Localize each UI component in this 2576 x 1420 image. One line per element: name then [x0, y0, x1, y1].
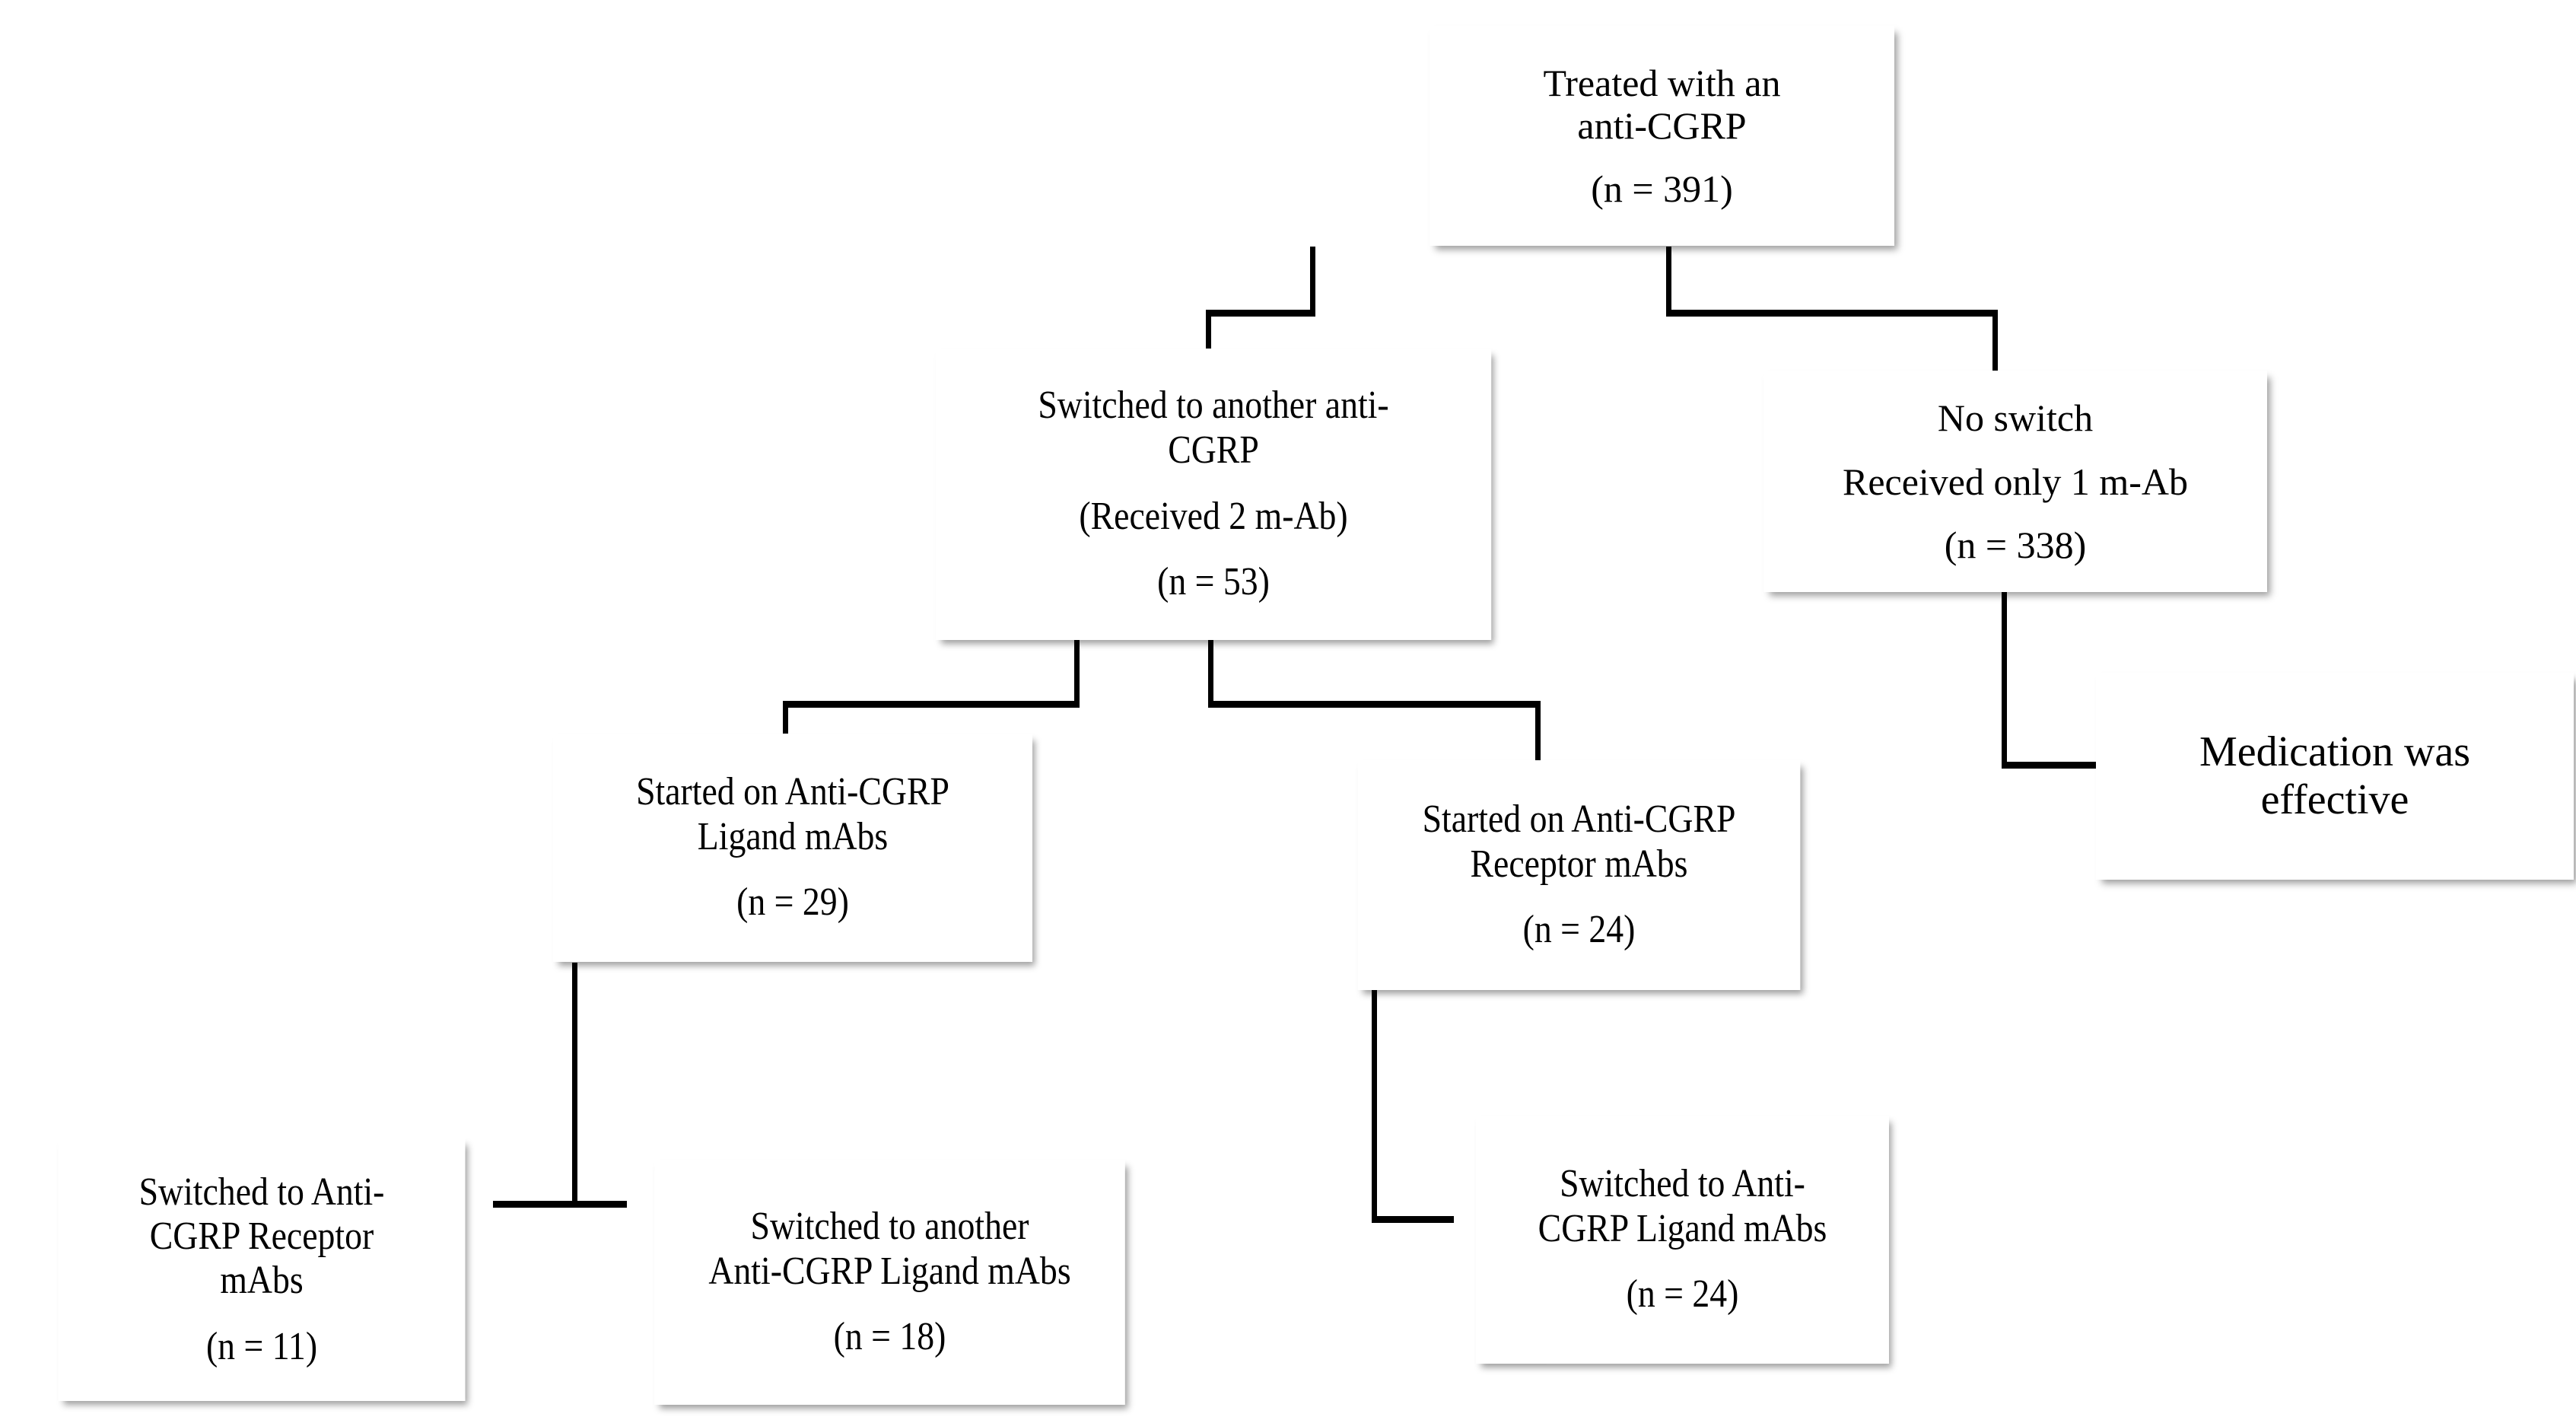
node-treated-with-anti-cgrp[interactable]: Treated with an anti-CGRP (n = 391): [1430, 26, 1894, 246]
edge-root-to-switched-stem: [1310, 247, 1315, 317]
node-count: (n = 338): [1944, 524, 2087, 566]
edge-ligand-split-bar: [493, 1201, 627, 1208]
node-count: (n = 29): [736, 880, 849, 925]
edge-receptor-to-ligand-stem: [1372, 989, 1377, 1222]
edge-root-to-switched-drop: [1206, 310, 1211, 354]
node-line-2: effective: [2260, 776, 2409, 823]
node-count: (n = 391): [1591, 167, 1733, 211]
node-medication-was-effective[interactable]: Medication was effective: [2096, 673, 2574, 880]
node-started-on-anti-cgrp-receptor-mabs[interactable]: Started on Anti-CGRP Receptor mAbs (n = …: [1357, 760, 1801, 990]
edge-switched-to-receptor-drop: [1535, 701, 1541, 769]
node-line-1: No switch: [1937, 396, 2094, 439]
node-line-1: Switched to another: [750, 1205, 1029, 1249]
node-no-switch[interactable]: No switch Received only 1 m-Ab (n = 338): [1763, 371, 2267, 592]
edge-switched-to-receptor-horizontal: [1208, 701, 1541, 708]
node-line-1: Switched to Anti-: [1560, 1162, 1805, 1206]
node-line-1: Switched to another anti-: [1038, 384, 1389, 428]
node-line-1: Started on Anti-CGRP: [1422, 798, 1736, 842]
node-count: (n = 18): [833, 1315, 946, 1359]
node-count: (n = 11): [205, 1325, 318, 1369]
edge-root-to-noswitch-drop: [1992, 310, 1998, 377]
edge-switched-to-ligand-horizontal: [783, 701, 1080, 708]
node-line-1: Switched to Anti-: [138, 1170, 385, 1214]
node-count: (n = 24): [1522, 908, 1636, 952]
edge-noswitch-to-effective-horizontal: [2002, 762, 2099, 769]
edge-root-to-noswitch-horizontal: [1666, 310, 1998, 317]
node-line-1: Started on Anti-CGRP: [636, 770, 949, 814]
node-line-1: Medication was: [2199, 728, 2471, 776]
edge-noswitch-to-effective-stem: [2002, 591, 2007, 768]
node-switched-to-anti-cgrp-receptor-mabs[interactable]: Switched to Anti- CGRP Receptor mAbs (n …: [58, 1138, 466, 1401]
node-line-2: CGRP Receptor: [149, 1214, 374, 1258]
edge-receptor-to-ligand-horizontal: [1372, 1216, 1454, 1223]
edge-root-to-noswitch-stem: [1666, 247, 1671, 317]
node-switched-to-another-anti-cgrp-ligand-mabs[interactable]: Switched to another Anti-CGRP Ligand mAb…: [654, 1160, 1125, 1405]
node-line-2: Anti-CGRP Ligand mAbs: [708, 1249, 1071, 1293]
node-line-2: Received only 1 m-Ab: [1842, 460, 2189, 503]
node-count: (n = 53): [1157, 560, 1270, 604]
node-line-2: Ligand mAbs: [697, 814, 889, 858]
node-line-3: mAbs: [220, 1259, 304, 1303]
node-started-on-anti-cgrp-ligand-mabs[interactable]: Started on Anti-CGRP Ligand mAbs (n = 29…: [552, 734, 1033, 962]
node-line-2: CGRP: [1168, 428, 1259, 472]
node-switched-to-anti-cgrp-ligand-mabs[interactable]: Switched to Anti- CGRP Ligand mAbs (n = …: [1476, 1116, 1889, 1364]
edge-switched-to-ligand-stem: [1074, 639, 1080, 708]
edge-ligand-split-stem: [572, 963, 577, 1206]
edge-switched-to-ligand-drop: [783, 701, 788, 743]
node-line-2: CGRP Ligand mAbs: [1538, 1206, 1827, 1250]
node-detail: (Received 2 m-Ab): [1079, 494, 1348, 538]
edge-root-to-switched-horizontal: [1206, 310, 1315, 317]
node-line-2: Receptor mAbs: [1470, 842, 1688, 886]
node-line-2: anti-CGRP: [1577, 103, 1747, 147]
node-switched-to-another-anti-cgrp[interactable]: Switched to another anti- CGRP (Received…: [935, 349, 1492, 640]
node-line-1: Treated with an: [1543, 61, 1781, 104]
node-count: (n = 24): [1626, 1272, 1739, 1317]
edge-switched-to-receptor-stem: [1208, 639, 1213, 708]
